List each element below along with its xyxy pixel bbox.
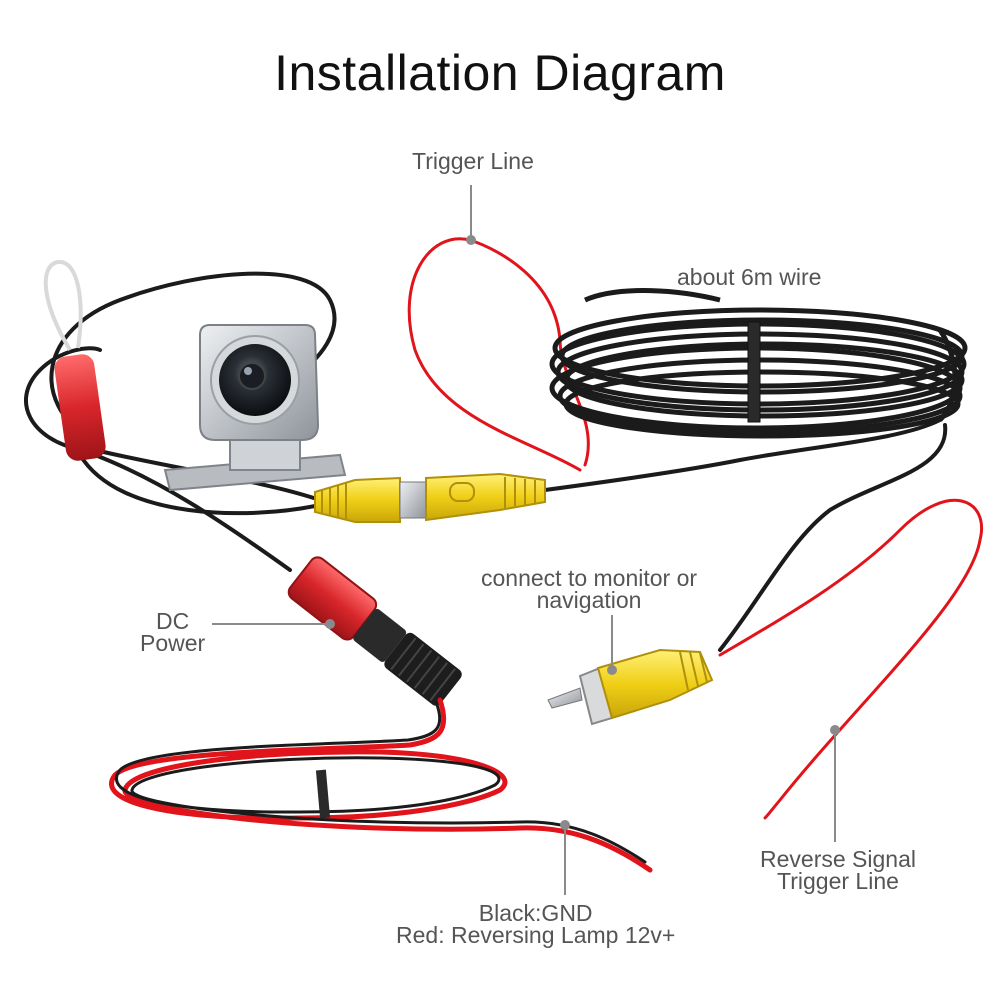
label-dc-power: DC Power (140, 608, 206, 656)
label-reverse-signal: Reverse Signal Trigger Line (760, 846, 916, 894)
label-monitor-connection: connect to monitor or navigation (481, 565, 698, 613)
rca-connector-icon (314, 472, 546, 523)
monitor-rca-plug (547, 648, 714, 726)
coil-to-monitor-wire (718, 423, 948, 652)
junction-sleeve (54, 354, 106, 461)
camera-icon (163, 324, 347, 492)
pointer-lines (212, 185, 840, 895)
label-power-wires: Black:GND Red: Reversing Lamp 12v+ (396, 900, 676, 948)
label-wire-length: about 6m wire (677, 264, 822, 290)
reverse-trigger-wire (718, 499, 983, 820)
dc-connector-icon (287, 556, 462, 706)
wire-coil-icon (549, 288, 968, 439)
camera-wires (24, 271, 337, 572)
coil-to-rca-wire (543, 418, 942, 492)
power-lead (109, 697, 653, 873)
cable-loop (43, 260, 83, 352)
label-trigger-line: Trigger Line (412, 148, 534, 174)
page-title: Installation Diagram (274, 45, 726, 101)
